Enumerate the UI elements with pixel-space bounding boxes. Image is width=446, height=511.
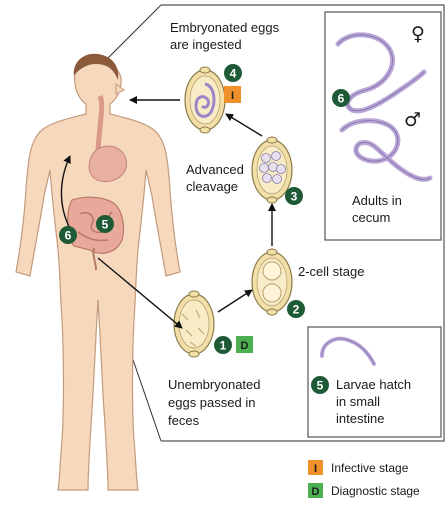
egg-unembryonated — [173, 290, 215, 358]
label-embryonated-line2: are ingested — [170, 37, 242, 52]
step-circle-6-body: 6 — [59, 226, 77, 244]
label-adults-line1: Adults in — [352, 193, 402, 208]
step-circle-2: 2 — [287, 300, 305, 318]
step-number-2: 2 — [293, 303, 300, 317]
label-unembryonated-line1: Unembryonated — [168, 377, 261, 392]
label-adults-line2: cecum — [352, 210, 390, 225]
egg-2-cell — [251, 248, 293, 316]
legend-diagnostic-letter: D — [312, 486, 320, 498]
legend-infective-swatch — [308, 460, 323, 475]
label-advanced-line1: Advanced — [186, 162, 244, 177]
label-unembryonated-line2: eggs passed in — [168, 395, 255, 410]
step-number-1: 1 — [220, 339, 227, 353]
step-circle-5-larvae: 5 — [311, 376, 329, 394]
step-circle-4: 4 — [224, 64, 242, 82]
step-number-6-adults: 6 — [338, 92, 345, 106]
cycle-panel-outline — [161, 4, 445, 442]
legend-infective-label: Infective stage — [331, 461, 409, 475]
step-circle-1: 1 — [214, 336, 232, 354]
step-circle-5-body: 5 — [96, 215, 114, 233]
diagnostic-badge-letter: D — [241, 340, 249, 352]
diagnostic-badge: D — [236, 336, 253, 353]
arrow-3-to-4 — [225, 113, 263, 137]
step-number-4: 4 — [230, 67, 237, 81]
label-advanced-line2: cleavage — [186, 179, 238, 194]
step-circle-6-adults: 6 — [332, 89, 350, 107]
label-embryonated-line1: Embryonated eggs — [170, 20, 280, 35]
label-2-cell: 2-cell stage — [298, 264, 364, 279]
step-number-5-larvae: 5 — [317, 379, 324, 393]
infective-badge-letter: I — [231, 90, 234, 102]
male-worm — [339, 118, 433, 182]
step-number-6-body: 6 — [65, 229, 72, 243]
step-circle-3: 3 — [285, 187, 303, 205]
legend: I Infective stage D Diagnostic stage — [308, 460, 420, 498]
human-figure — [15, 53, 181, 491]
arrow-1-to-2 — [217, 289, 253, 313]
infective-badge: I — [224, 86, 241, 103]
female-worm — [335, 32, 427, 114]
label-larvae-line1: Larvae hatch — [336, 377, 411, 392]
female-symbol: ♀ — [411, 23, 425, 45]
larva — [320, 336, 376, 366]
egg-embryonated — [184, 66, 226, 134]
label-larvae-line3: intestine — [336, 411, 384, 426]
larvae-inset-box — [307, 326, 442, 438]
step-number-5-body: 5 — [102, 218, 109, 232]
legend-diagnostic-swatch — [308, 483, 323, 498]
label-larvae-line2: in small — [336, 394, 380, 409]
legend-diagnostic-label: Diagnostic stage — [331, 484, 420, 498]
step-number-3: 3 — [291, 190, 298, 204]
connector-line-top — [103, 4, 162, 63]
egg-advanced-cleavage — [251, 136, 293, 204]
label-unembryonated-line3: feces — [168, 413, 200, 428]
arrow-feces-to-egg — [97, 257, 183, 329]
male-symbol: ♂ — [404, 109, 421, 131]
legend-infective-letter: I — [314, 463, 317, 475]
